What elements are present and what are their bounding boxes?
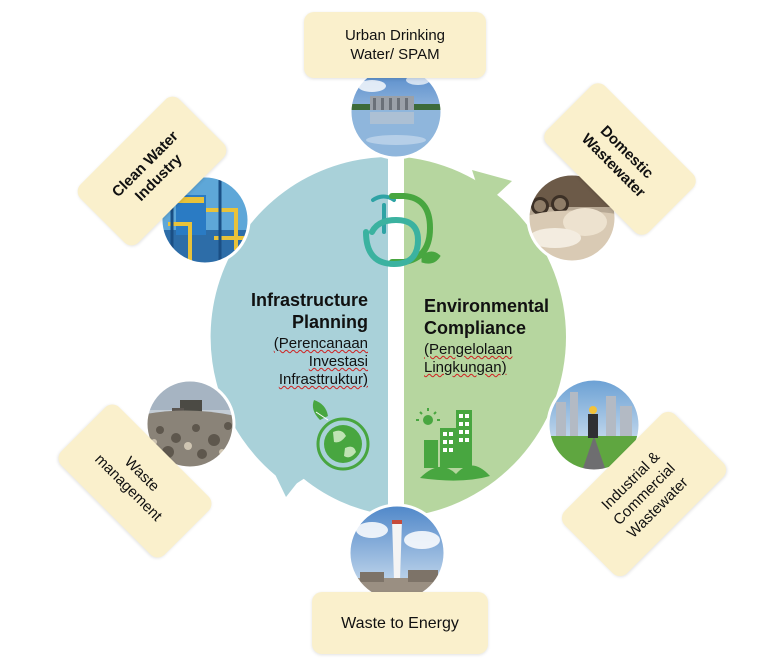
label-bottom-line1: Waste to Energy (341, 614, 459, 632)
right-title-line2: Compliance (424, 318, 527, 338)
left-subtitle-line1: (Perencanaan (273, 335, 368, 352)
left-arrow-head (272, 464, 312, 497)
left-subtitle-line2: Investasi (308, 353, 368, 370)
infrastructure-planning-text: Infrastructure Planning (Perencanaan Inv… (200, 289, 368, 389)
label-top-line2: Water/ SPAM (350, 46, 440, 63)
right-half-shape (404, 157, 567, 517)
left-title-line1: Infrastructure (250, 290, 368, 310)
left-subtitle-line3: Infrasttruktur) (278, 371, 368, 388)
environmental-compliance-text: Environmental Compliance (Pengelolaan Li… (424, 295, 594, 377)
label-waste-to-energy: Waste to Energy (312, 592, 488, 654)
logo-icon (363, 193, 441, 268)
left-title-line2: Planning (292, 312, 368, 332)
photo-waste-to-energy (349, 505, 445, 601)
photo-domestic-wastewater (528, 174, 616, 262)
right-subtitle-line1: (Pengelolaan (424, 341, 513, 358)
right-arrow-head (472, 170, 512, 207)
right-title-line1: Environmental (424, 296, 550, 316)
right-subtitle-line2: Lingkungan) (424, 359, 507, 376)
label-top-line1: Urban Drinking (344, 27, 446, 44)
globe-icon (312, 400, 370, 471)
label-urban-drinking-water: Urban Drinking Water/ SPAM (304, 12, 486, 78)
green-city-icon (416, 408, 490, 481)
